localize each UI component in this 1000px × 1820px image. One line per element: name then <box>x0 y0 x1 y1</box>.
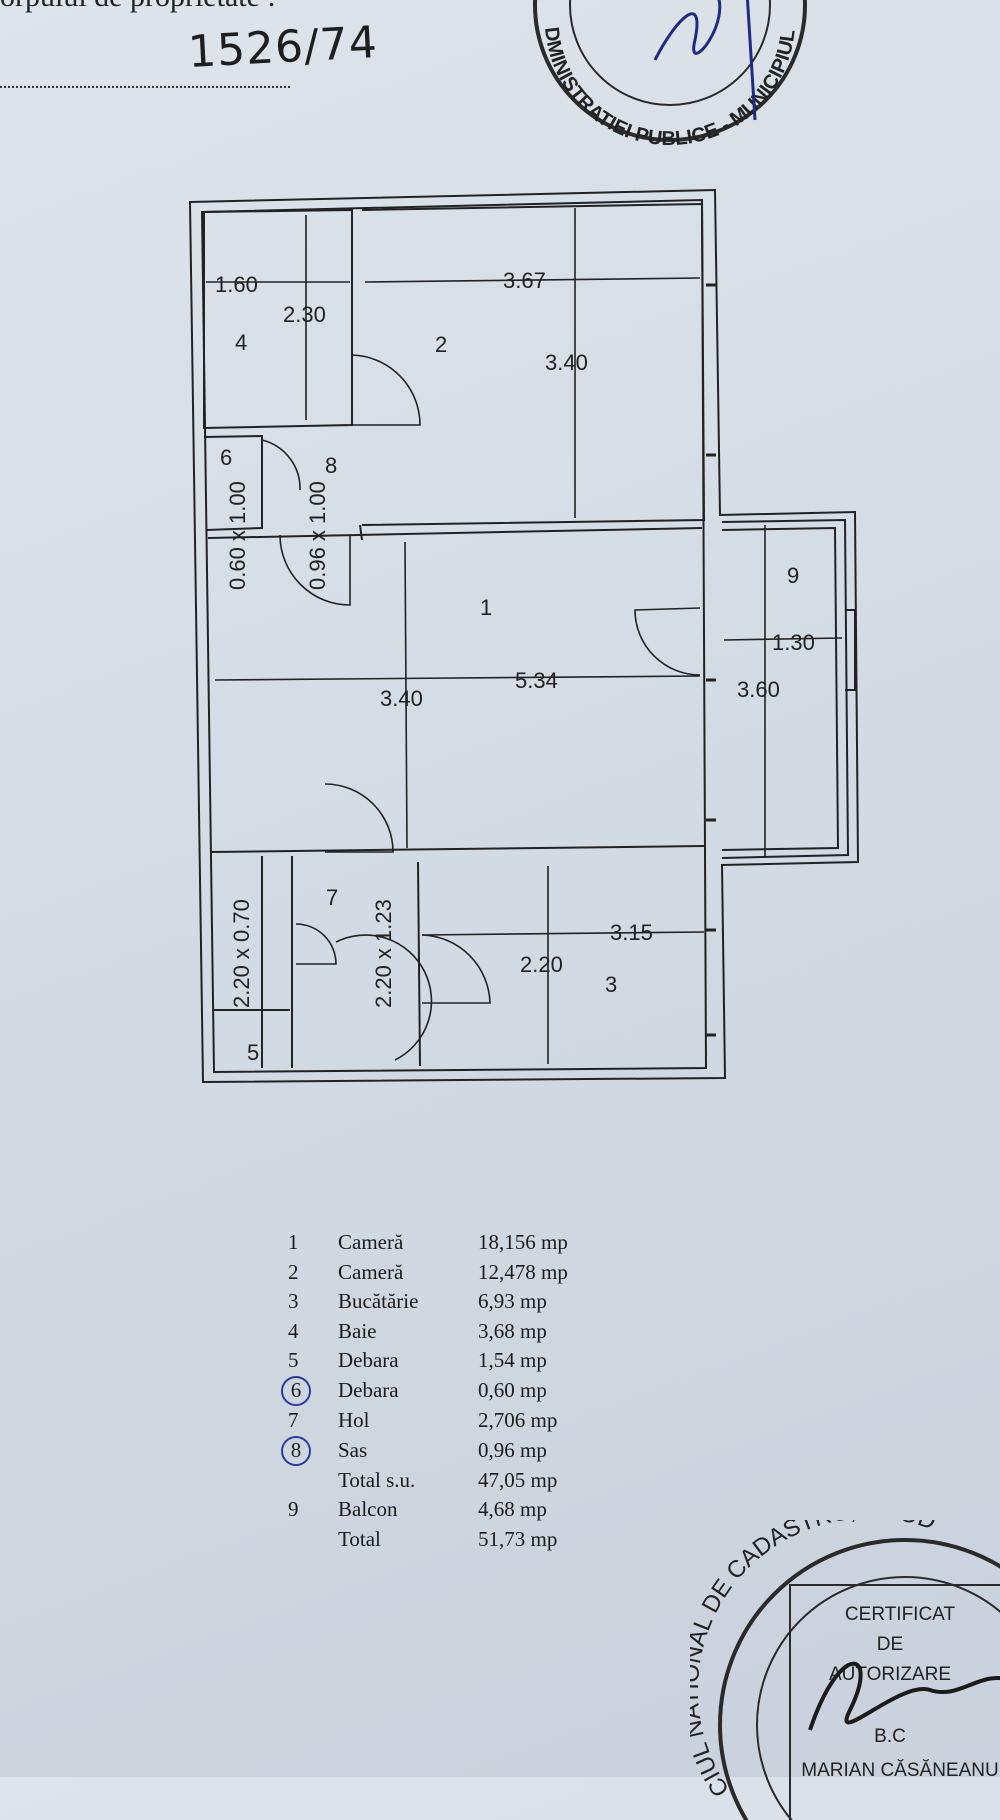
table-row: 1 Cameră 18,156 mp <box>280 1228 618 1258</box>
room-number: 1 <box>288 1230 299 1254</box>
room-number <box>280 1525 338 1555</box>
table-row: 2 Cameră 12,478 mp <box>280 1258 618 1288</box>
room-1-label: 1 <box>480 595 492 620</box>
room-name: Debara <box>338 1348 399 1373</box>
signature-icon <box>808 1661 1000 1731</box>
room-8-label: 8 <box>325 453 337 478</box>
table-row: Total s.u. 47,05 mp <box>280 1466 618 1496</box>
table-row: 9 Balcon 4,68 mp <box>280 1495 618 1525</box>
room-number: 5 <box>288 1348 299 1373</box>
dim-5-34: 5.34 <box>515 668 558 693</box>
room-area: 2,706 mp <box>478 1407 558 1432</box>
dim-3-67: 3.67 <box>503 268 546 293</box>
room-area: 0,60 mp <box>478 1378 547 1403</box>
room-area: 12,478 mp <box>478 1259 568 1284</box>
header-text: orpului de proprietate : <box>0 0 276 14</box>
dotted-line <box>0 86 290 88</box>
room-9-label: 9 <box>787 563 799 588</box>
dim-1-60: 1.60 <box>215 272 258 297</box>
dim-2-20x0-70: 2.20 x 0.70 <box>229 899 254 1008</box>
table-row: 7 Hol 2,706 mp <box>280 1406 618 1436</box>
dim-3-60: 3.60 <box>737 677 780 702</box>
room-number: 7 <box>288 1407 299 1432</box>
stamp-line-3: AUTORIZARE <box>829 1664 951 1685</box>
dim-2-30: 2.30 <box>283 302 326 327</box>
stamp-line-1: CERTIFICAT <box>845 1604 956 1625</box>
room-area: 4,68 mp <box>478 1497 547 1522</box>
room-area: 1,54 mp <box>478 1348 547 1373</box>
room-name: Debara <box>338 1378 399 1403</box>
dim-1-30: 1.30 <box>772 630 815 655</box>
room-number: 8 <box>280 1435 338 1466</box>
room-area: 47,05 mp <box>478 1467 558 1492</box>
outer-wall <box>188 188 860 1084</box>
room-area: 3,68 mp <box>478 1318 547 1343</box>
room-number: 4 <box>288 1318 299 1343</box>
dim-3-40-b: 3.40 <box>380 686 423 711</box>
room-number: 3 <box>288 1289 299 1314</box>
stamp-line-2: DE <box>877 1634 903 1655</box>
stamp-line-5: MARIAN CĂSĂNEANU <box>801 1760 998 1781</box>
room-name: Bucătărie <box>338 1289 419 1314</box>
room-4-label: 4 <box>235 330 247 355</box>
room-3-label: 3 <box>605 972 617 997</box>
room-number: 9 <box>288 1497 299 1522</box>
circled-number: 8 <box>281 1435 311 1466</box>
stamp-line-4: B.C <box>874 1726 906 1747</box>
table-row: 3 Bucătărie 6,93 mp <box>280 1287 618 1317</box>
room-name: Baie <box>338 1318 377 1343</box>
dim-2-20x1-23: 2.20 x 1.23 <box>371 899 396 1008</box>
room-number: 6 <box>280 1375 338 1406</box>
room-name: Cameră <box>338 1259 404 1284</box>
room-number: 2 <box>288 1259 299 1284</box>
room-area: 6,93 mp <box>478 1289 547 1314</box>
dim-2-20: 2.20 <box>520 952 563 977</box>
table-row: Total 51,73 mp <box>280 1525 618 1555</box>
room-6-label: 6 <box>220 445 232 470</box>
room-area: 0,96 mp <box>478 1437 547 1462</box>
room-name: Cameră <box>338 1230 404 1254</box>
room-name: Sas <box>338 1437 368 1462</box>
table-row: 6 Debara 0,60 mp <box>280 1375 618 1406</box>
inner-wall <box>200 198 708 1074</box>
circled-number: 6 <box>281 1375 311 1406</box>
room-number <box>280 1466 338 1496</box>
dim-3-40-a: 3.40 <box>545 350 588 375</box>
dim-0-60x1-00: 0.60 x 1.00 <box>225 481 250 590</box>
room-area: 18,156 mp <box>478 1230 568 1254</box>
room-name: Hol <box>338 1407 370 1432</box>
dim-0-96x1-00: 0.96 x 1.00 <box>305 481 330 590</box>
floor-plan: 1 2 3 4 5 6 7 8 9 1.60 2.30 3.67 3.40 0.… <box>188 188 860 1084</box>
table-row: 4 Baie 3,68 mp <box>280 1317 618 1347</box>
table-row: 5 Debara 1,54 mp <box>280 1346 618 1376</box>
room-name: Total <box>338 1526 381 1551</box>
room-area: 51,73 mp <box>478 1526 558 1551</box>
room-name: Total s.u. <box>338 1467 416 1492</box>
room-name: Balcon <box>338 1497 398 1522</box>
room-2-label: 2 <box>435 332 447 357</box>
table-row: 8 Sas 0,96 mp <box>280 1435 618 1466</box>
dim-3-15: 3.15 <box>610 920 653 945</box>
room-7-label: 7 <box>326 885 338 910</box>
room-5-label: 5 <box>247 1040 259 1065</box>
